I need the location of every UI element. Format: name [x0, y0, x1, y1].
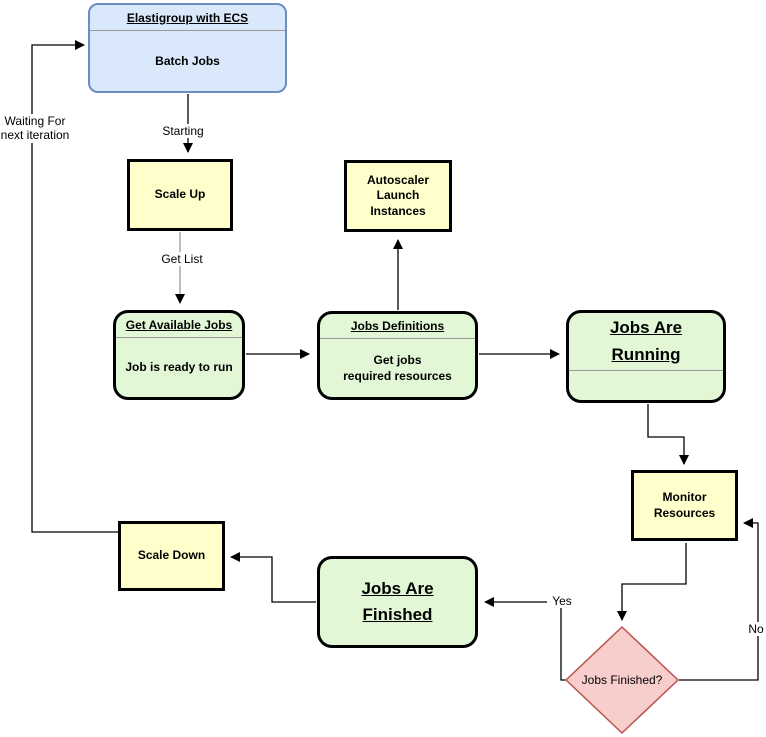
node-scale-up: Scale Up [127, 159, 233, 231]
node-monitor-resources: Monitor Resources [631, 470, 738, 541]
edge-label-waiting: Waiting For next iteration [0, 114, 76, 143]
node-monitor-resources-label: Monitor Resources [653, 489, 716, 520]
node-jobs-are-finished: Jobs Are Finished [317, 556, 478, 648]
edge-monitor-to-decision [617, 543, 687, 621]
node-jobs-are-finished-title: Jobs Are Finished [361, 578, 434, 624]
node-get-available-jobs-title: Get Available Jobs [116, 313, 242, 338]
node-scale-up-label: Scale Up [154, 187, 206, 202]
edge-waiting-next-iteration [31, 40, 118, 533]
edge-label-yes: Yes [547, 594, 577, 609]
edge-yes [484, 597, 566, 681]
node-jobs-definitions: Jobs Definitions Get jobs required resou… [317, 311, 478, 400]
node-jobs-are-running-body [569, 371, 723, 400]
edge-label-starting: Starting [156, 124, 210, 139]
edge-finished-to-scaledown [230, 552, 316, 603]
node-elastigroup-title: Elastigroup with ECS [90, 5, 285, 31]
node-scale-down-label: Scale Down [137, 548, 206, 563]
node-autoscaler-label: Autoscaler Launch Instances [366, 172, 430, 218]
node-elastigroup-batch-jobs: Elastigroup with ECS Batch Jobs [88, 3, 287, 93]
node-jobs-definitions-title: Jobs Definitions [320, 314, 475, 339]
node-jobs-are-running: Jobs Are Running [566, 310, 726, 403]
node-get-available-jobs: Get Available Jobs Job is ready to run [113, 310, 245, 400]
decision-label: Jobs Finished? [581, 673, 663, 687]
edge-running-to-monitor [647, 404, 689, 465]
node-scale-down: Scale Down [118, 521, 225, 591]
node-autoscaler-launch-instances: Autoscaler Launch Instances [344, 160, 452, 232]
edge-label-get-list: Get List [154, 252, 210, 267]
node-elastigroup-body: Batch Jobs [155, 53, 220, 68]
node-jobs-definitions-body: Get jobs required resources [343, 352, 452, 383]
decision-diamond [564, 625, 680, 735]
node-jobs-are-running-title: Jobs Are Running [569, 313, 723, 371]
node-get-available-jobs-body: Job is ready to run [125, 360, 233, 375]
edge-no-loop [679, 518, 759, 681]
edge-label-no: No [742, 622, 766, 637]
